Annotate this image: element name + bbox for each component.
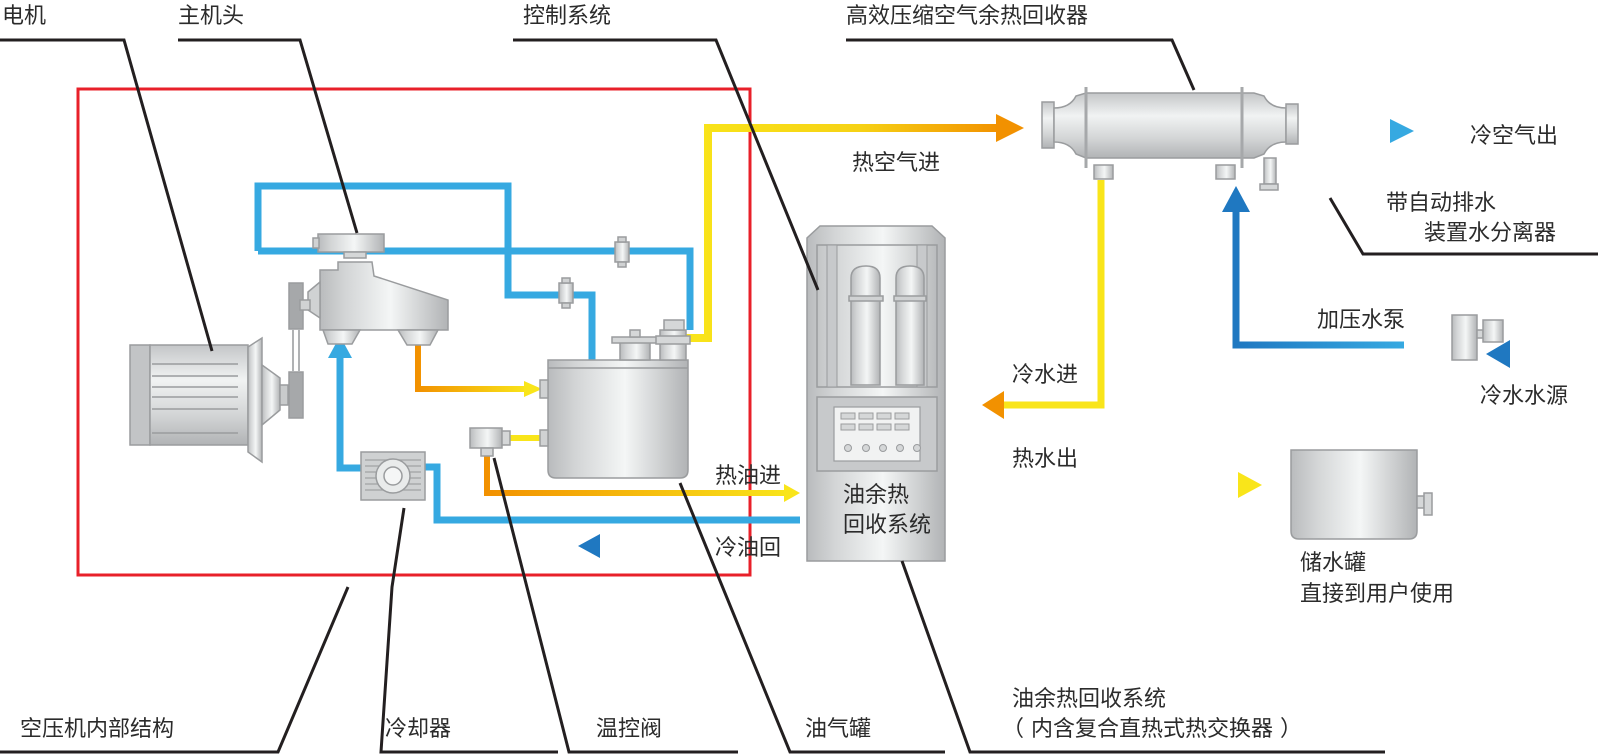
label-thermo-valve: 温控阀: [596, 717, 662, 742]
label-cooler: 冷却器: [385, 717, 451, 742]
main-head-icon: [299, 233, 449, 346]
label-motor: 电机: [2, 4, 46, 29]
oil-recovery-cabinet-icon: [806, 225, 946, 562]
cold-oil-pipes: [254, 182, 800, 524]
storage-tank-icon: [1290, 449, 1433, 540]
label-cold-water-in: 冷水进: [1012, 363, 1078, 388]
label-cold-air-out: 冷空气出: [1470, 124, 1558, 149]
motor-icon: [129, 336, 289, 464]
belt-pulley-icon: [288, 282, 304, 419]
cooler-icon: [360, 451, 426, 501]
pump-water-arrowhead: [1222, 186, 1250, 212]
hot-oil-in-arrowhead: [784, 484, 800, 502]
cold-oil-up-arrowhead: [328, 336, 352, 358]
label-storage-tank-2: 直接到用户使用: [1300, 582, 1454, 607]
label-control-system: 控制系统: [523, 4, 611, 29]
label-cold-oil-return: 冷油回: [715, 536, 781, 561]
label-oil-recovery-2: （ 内含复合直热式热交换器 ）: [1002, 717, 1302, 742]
cold-water-in-arrowhead: [982, 391, 1004, 419]
label-hot-water-out: 热水出: [1012, 447, 1078, 472]
oil-to-tank-arrowhead: [524, 381, 542, 397]
label-hot-oil-in: 热油进: [715, 464, 781, 489]
label-water-separator-2: 装置水分离器: [1424, 221, 1556, 246]
label-oil-recovery-1: 油余热回收系统: [1012, 687, 1166, 712]
label-cold-water-source: 冷水水源: [1480, 384, 1568, 409]
valve-icon: [558, 277, 574, 309]
label-compressor-internal: 空压机内部结构: [20, 717, 174, 742]
label-hot-air-in: 热空气进: [852, 151, 940, 176]
label-air-recovery: 高效压缩空气余热回收器: [846, 4, 1088, 29]
cold-oil-return-arrowhead: [578, 534, 600, 558]
compressor-boundary: [76, 87, 752, 577]
hot-oil-pipes: [345, 345, 790, 496]
label-water-separator-1: 带自动排水: [1386, 191, 1496, 216]
oil-recovery-cabinet-label-1: 油余热: [843, 483, 909, 508]
air-recovery-unit-icon: [1041, 87, 1299, 191]
pump-water-pipe: [1232, 210, 1404, 349]
oil-gas-tank-icon: [539, 319, 691, 479]
label-oil-gas-tank: 油气罐: [805, 717, 871, 742]
leader-lines: [0, 38, 1598, 754]
valve-icon: [614, 236, 630, 268]
label-main-head: 主机头: [178, 4, 244, 29]
hot-air-arrowhead: [996, 114, 1024, 142]
pressure-pump-icon: [1451, 314, 1504, 361]
label-pressure-pump: 加压水泵: [1317, 308, 1405, 333]
oil-recovery-cabinet-label-2: 回收系统: [843, 513, 931, 538]
hot-water-out-arrowhead: [1238, 472, 1262, 498]
cold-air-out-arrowhead: [1390, 119, 1414, 143]
cold-water-source-arrowhead: [1486, 340, 1510, 368]
thermo-valve-icon: [469, 427, 511, 457]
label-storage-tank-1: 储水罐: [1300, 551, 1366, 576]
hot-air-pipe: [686, 124, 1000, 342]
